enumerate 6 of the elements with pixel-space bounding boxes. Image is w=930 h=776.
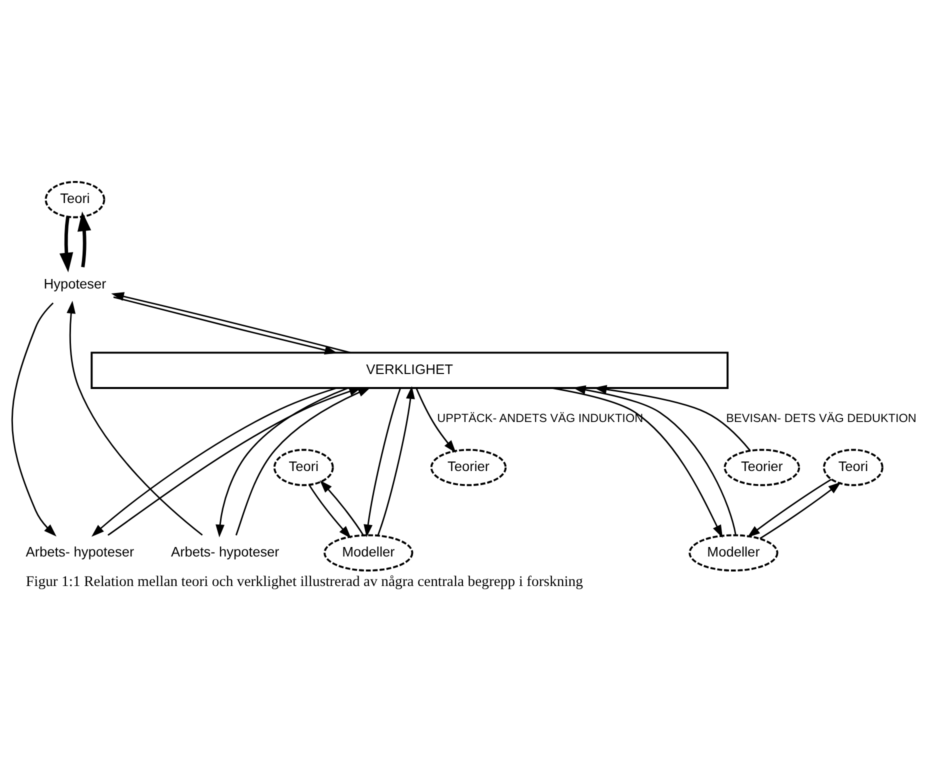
edge-label: BEVISAN- DETS VÄG DEDUKTION [726, 411, 916, 424]
caption: Figur 1:1 Relation mellan teori och verklighet illustrerad av några centrala begrepp i forskning [26, 574, 584, 590]
node-text: Arbets- hypoteser [26, 544, 134, 560]
node-text: Arbets- hypoteser [170, 544, 280, 560]
node-text: Hypoteser [44, 276, 106, 292]
edge-label: UPPTÄCK- ANDETS VÄG INDUKTION [437, 411, 644, 424]
